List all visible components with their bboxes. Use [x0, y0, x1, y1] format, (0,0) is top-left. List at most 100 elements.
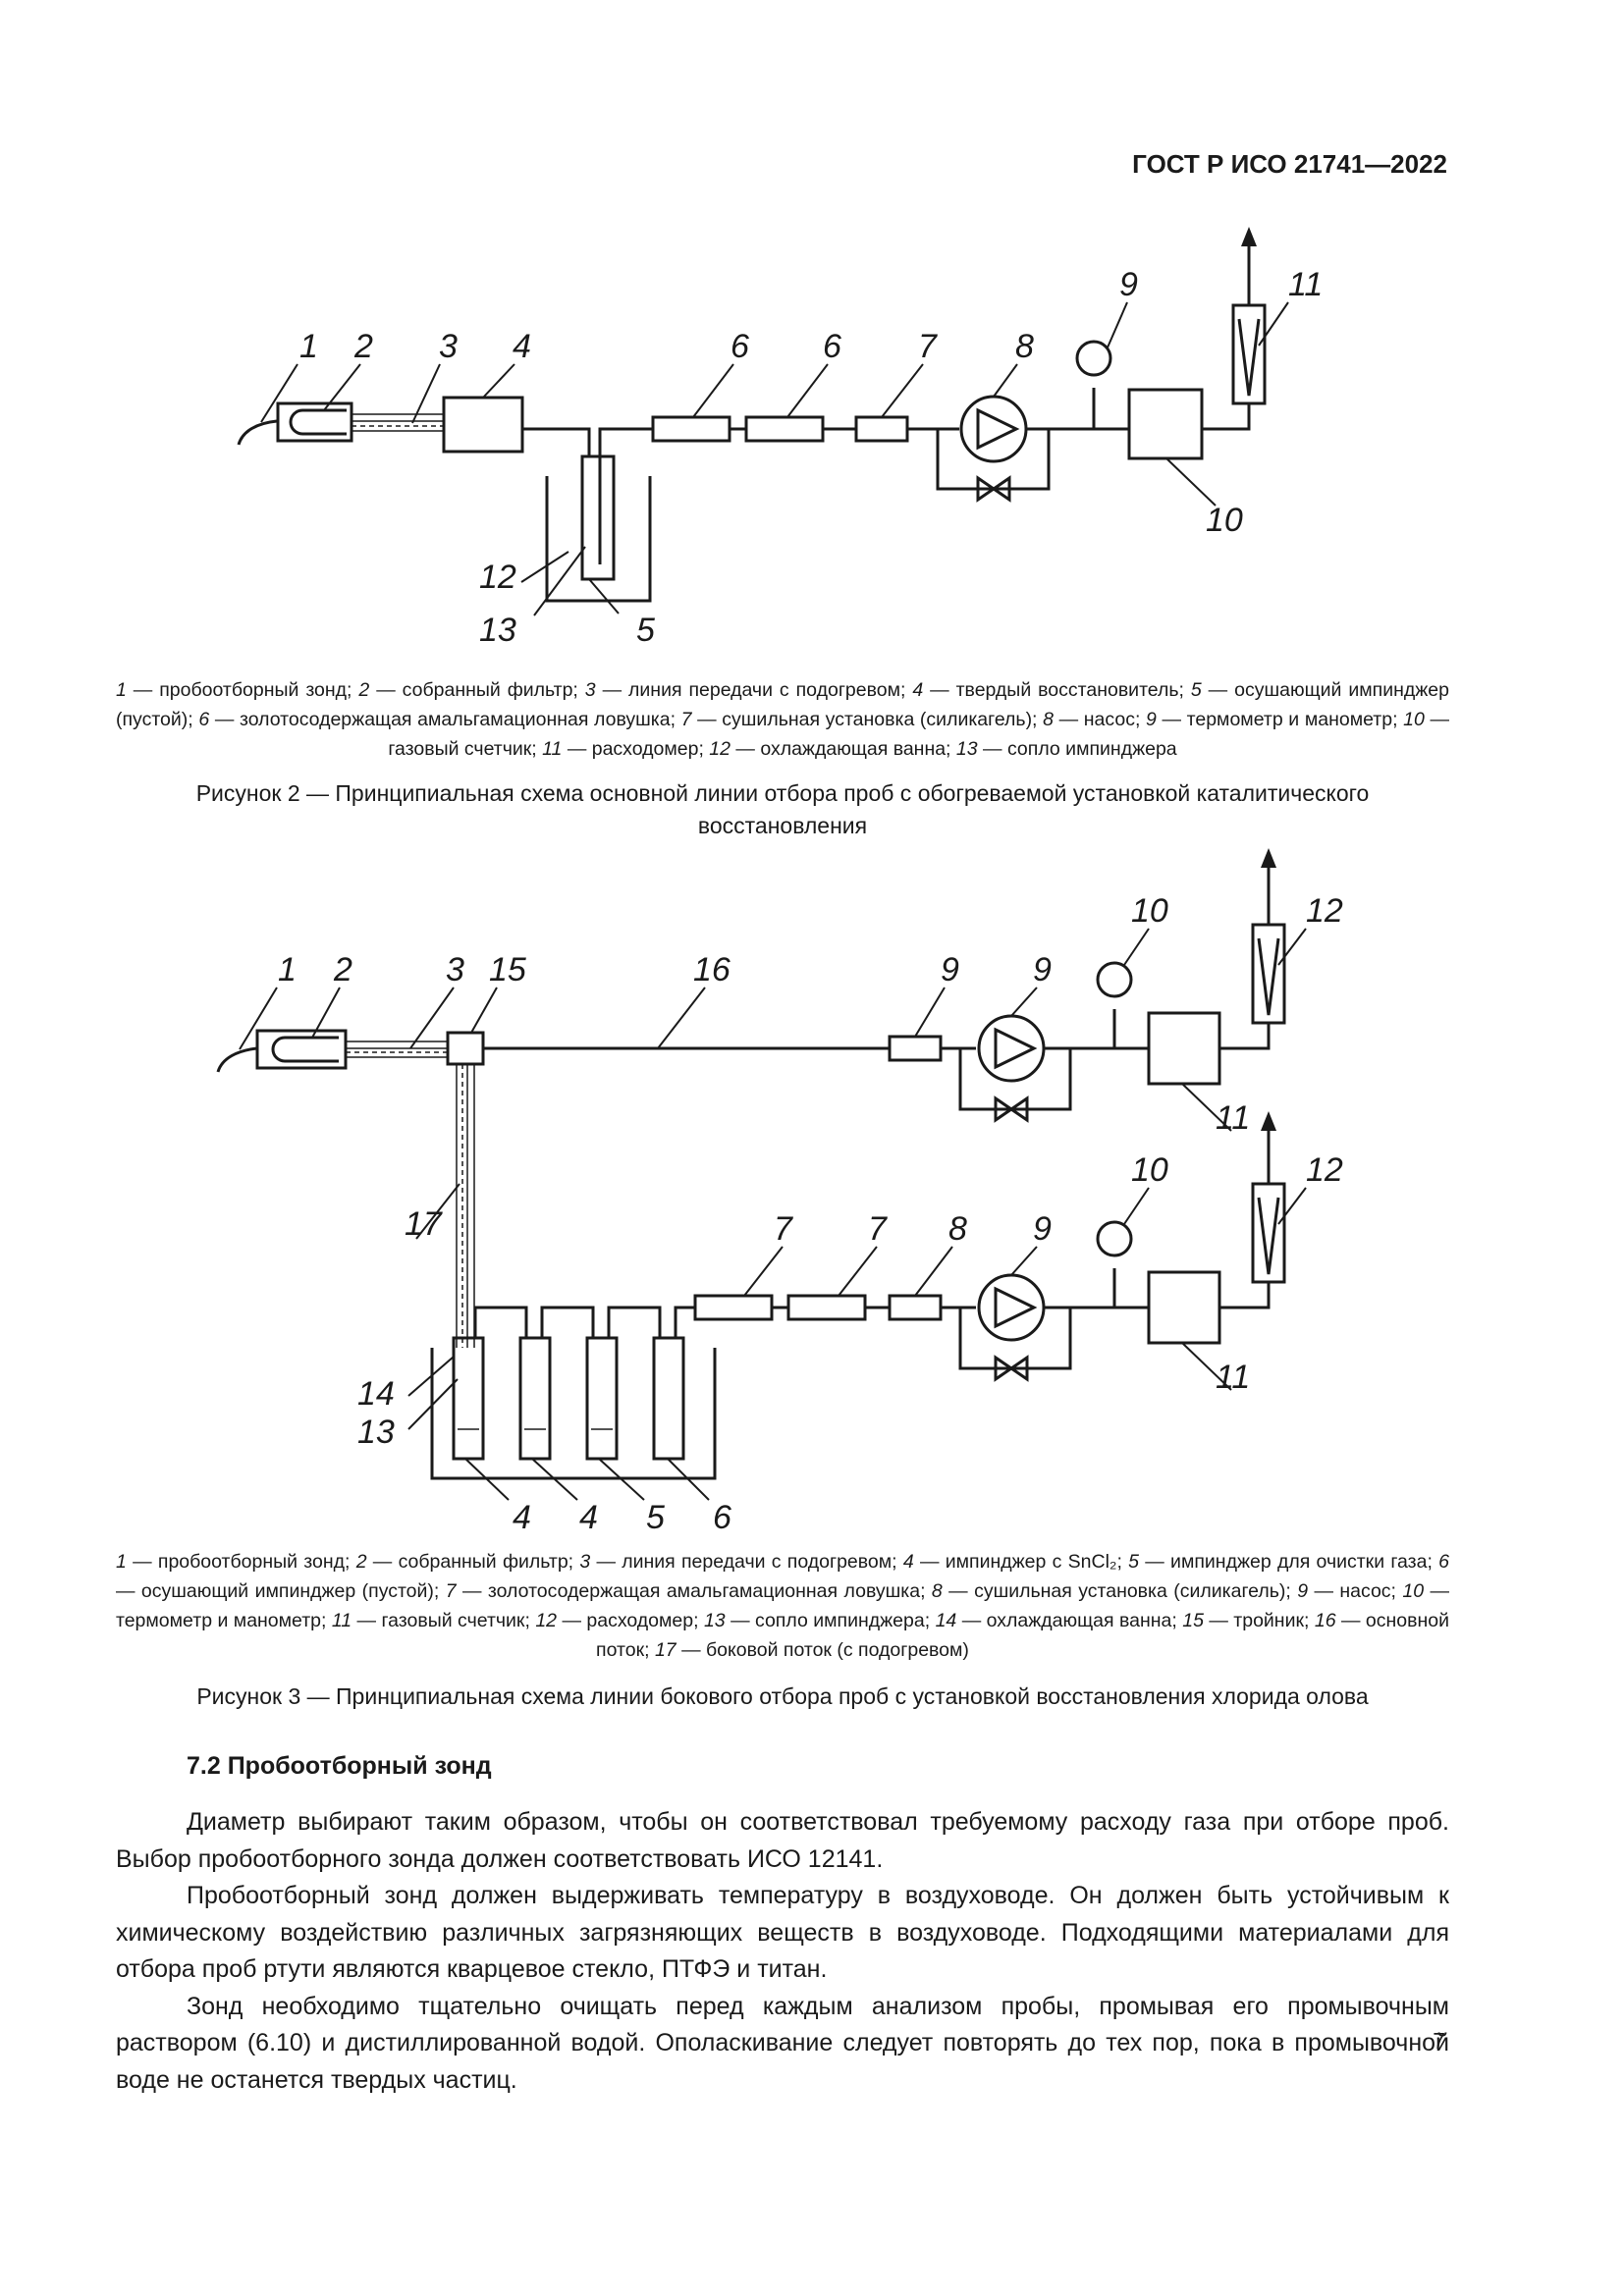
- legend-number: 8: [1043, 709, 1054, 730]
- legend-number: 6: [198, 709, 210, 730]
- gas-meter-main: [1147, 1011, 1221, 1086]
- fig2-label-4: 4: [513, 328, 531, 365]
- legend-text: — осушающий импинджер (пустой);: [116, 679, 1449, 730]
- legend-number: 11: [542, 738, 563, 760]
- fig3-label-7b: 7: [868, 1210, 888, 1248]
- fig3-label-9a: 9: [941, 951, 959, 988]
- fig3-label-14: 14: [357, 1375, 395, 1413]
- legend-number: 10: [1403, 709, 1425, 730]
- legend-number: 13: [955, 738, 978, 760]
- legend-text: — газовый счетчик;: [352, 1610, 536, 1631]
- filter: [276, 401, 353, 443]
- legend-text: — пробоотборный зонд;: [126, 679, 359, 701]
- fig3-label-9c: 9: [1033, 1210, 1052, 1248]
- legend-number: 2: [358, 679, 370, 701]
- fig2-label-7: 7: [918, 328, 938, 365]
- drying-unit: [854, 415, 909, 443]
- fig3-label-4b: 4: [579, 1499, 598, 1536]
- fig2-label-6a: 6: [731, 328, 749, 365]
- legend-number: 3: [584, 679, 596, 701]
- legend-number: 7: [445, 1580, 457, 1602]
- legend-text: — термометр и манометр;: [116, 1580, 1450, 1631]
- fig3-label-12a: 12: [1306, 892, 1343, 930]
- fig2-label-9: 9: [1119, 266, 1138, 303]
- drying-unit-main: [888, 1035, 943, 1062]
- legend-number: 6: [1438, 1551, 1449, 1573]
- bypass-valve: [976, 475, 1011, 503]
- legend-text: — твердый восстановитель;: [923, 679, 1191, 701]
- fig3-label-8: 8: [948, 1210, 967, 1248]
- figure-2-caption: Рисунок 2 — Принципиальная схема основно…: [195, 780, 1370, 838]
- legend-number: 5: [1128, 1551, 1140, 1573]
- legend-text: — линия передачи с подогревом;: [590, 1551, 903, 1573]
- paragraph: Пробоотборный зонд должен выдерживать те…: [116, 1882, 1449, 1983]
- fig3-label-4a: 4: [513, 1499, 531, 1536]
- fig3-label-6: 6: [713, 1499, 731, 1536]
- paragraph: Зонд необходимо тщательно очищать перед …: [116, 1992, 1449, 2094]
- impinger-6: [652, 1336, 685, 1461]
- probe: [237, 419, 278, 446]
- legend-number: 11: [331, 1610, 352, 1631]
- gas-meter: [1127, 388, 1204, 460]
- legend-number: 15: [1182, 1610, 1204, 1631]
- fig2-label-8: 8: [1015, 328, 1034, 365]
- legend-number: 1: [116, 1551, 127, 1573]
- fig3-label-9b: 9: [1033, 951, 1052, 988]
- legend-number: 16: [1314, 1610, 1336, 1631]
- legend-text: — сушильная установка (силикагель);: [691, 709, 1044, 730]
- legend-number: 7: [680, 709, 692, 730]
- legend-number: 9: [1146, 709, 1157, 730]
- legend-number: 4: [902, 1551, 914, 1573]
- legend-text: — осушающий импинджер (пустой);: [116, 1580, 446, 1602]
- figure-2-diagram: 1 2 3 4 6 6 7 8 9 11 10 12 13 5: [237, 227, 1323, 649]
- cooling-bath: [545, 476, 652, 603]
- figure-3-legend: 1 — пробоотборный зонд; 2 — собранный фи…: [116, 1547, 1449, 1665]
- fig3-label-7a: 7: [774, 1210, 793, 1248]
- legend-number: 12: [535, 1610, 558, 1631]
- fig3-label-3: 3: [446, 951, 464, 988]
- gas-meter-side: [1147, 1270, 1221, 1345]
- probe: [216, 1046, 258, 1073]
- legend-text: — импинджер с SnCl₂;: [913, 1551, 1129, 1573]
- fig2-label-6b: 6: [823, 328, 841, 365]
- legend-text: — расходомер;: [562, 738, 710, 760]
- fig3-label-10b: 10: [1131, 1151, 1168, 1189]
- legend-text: — золотосодержащая амальгамационная лову…: [209, 709, 681, 730]
- fig3-label-5: 5: [646, 1499, 665, 1536]
- fig3-label-11b: 11: [1216, 1359, 1250, 1396]
- legend-text: — боковой поток (с подогревом): [676, 1639, 969, 1661]
- legend-text: — термометр и манометр;: [1156, 709, 1404, 730]
- legend-number: 9: [1297, 1580, 1309, 1602]
- legend-text: — пробоотборный зонд;: [126, 1551, 356, 1573]
- legend-text: — расходомер;: [557, 1610, 704, 1631]
- fig3-label-15: 15: [489, 951, 526, 988]
- fig3-label-17: 17: [405, 1205, 443, 1243]
- legend-text: — насос;: [1053, 709, 1146, 730]
- fig3-label-11a: 11: [1216, 1099, 1250, 1137]
- legend-text: — золотосодержащая амальгамационная лову…: [456, 1580, 932, 1602]
- fig2-label-3: 3: [439, 328, 458, 365]
- thermometer-main: [1096, 961, 1133, 998]
- section-body: Диаметр выбирают таким образом, чтобы он…: [116, 1804, 1449, 2099]
- thermometer-manometer: [1075, 340, 1112, 377]
- fig2-label-1: 1: [299, 328, 318, 365]
- legend-text: — собранный фильтр;: [366, 1551, 580, 1573]
- legend-number: 1: [116, 679, 127, 701]
- legend-number: 10: [1402, 1580, 1425, 1602]
- legend-number: 17: [654, 1639, 677, 1661]
- figure-3-diagram: 1 2 3 15 16 9 9 10 12 11 17 7 7 8 9 10 1…: [216, 848, 1343, 1536]
- section-heading: 7.2 Пробоотборный зонд: [187, 1752, 492, 1780]
- legend-text: — газовый счетчик;: [388, 709, 1449, 760]
- legend-text: — основной поток;: [596, 1610, 1449, 1661]
- legend-number: 8: [931, 1580, 943, 1602]
- fig3-label-10a: 10: [1131, 892, 1168, 930]
- paragraph: Диаметр выбирают таким образом, чтобы он…: [116, 1808, 1449, 1873]
- drying-unit-side: [888, 1294, 943, 1321]
- filter-element: [289, 408, 347, 436]
- legend-text: — сопло импинджера;: [725, 1610, 936, 1631]
- legend-text: — импинджер для очистки газа;: [1139, 1551, 1439, 1573]
- legend-number: 13: [703, 1610, 726, 1631]
- fig2-label-5: 5: [636, 612, 655, 649]
- impinger-4b: [518, 1336, 552, 1461]
- gold-trap-1: [651, 415, 731, 443]
